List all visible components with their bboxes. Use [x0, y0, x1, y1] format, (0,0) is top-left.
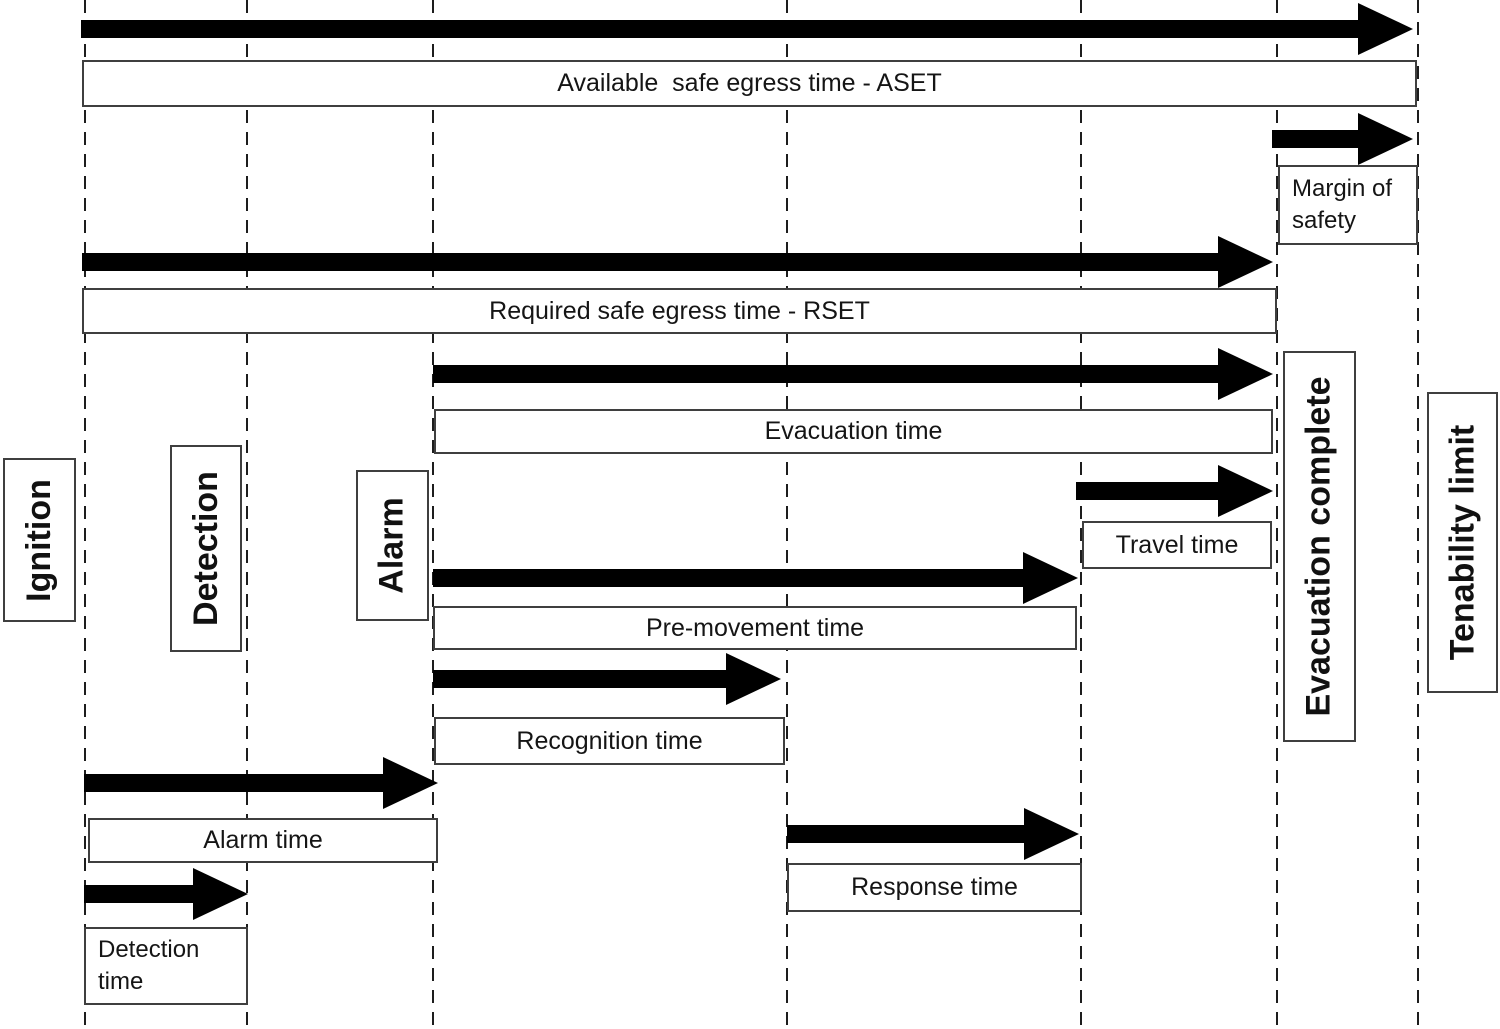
aset-arrow — [81, 3, 1413, 55]
detection-time-label-box: Detection time — [84, 927, 248, 1005]
evacuation-time-arrow-head — [1218, 348, 1273, 400]
alarm-time-arrow — [84, 757, 438, 809]
response-time-arrow-bar — [787, 825, 1039, 843]
response-time-arrow — [787, 808, 1079, 860]
premovement-time-label: Pre-movement time — [645, 613, 865, 642]
margin-of-safety-arrow-head — [1358, 113, 1413, 165]
recognition-time-label: Recognition time — [516, 726, 703, 755]
aset-arrow-bar — [81, 20, 1373, 38]
recognition-time-arrow-bar — [433, 670, 741, 688]
rset-label-box: Required safe egress time - RSET — [82, 288, 1277, 334]
rset-arrow — [82, 236, 1273, 288]
gridline-detection — [246, 0, 248, 1029]
alarm-milestone-box: Alarm — [356, 470, 429, 621]
travel-time-label-box: Travel time — [1082, 521, 1272, 569]
gridline-ignition — [84, 0, 86, 1029]
travel-time-arrow-head — [1218, 465, 1273, 517]
detection-milestone-box: Detection — [170, 445, 242, 652]
rset-arrow-head — [1218, 236, 1273, 288]
gridline-evacuation-complete — [1276, 0, 1278, 1029]
alarm-time-label: Alarm time — [203, 826, 323, 854]
aset-label: Available safe egress time - ASET — [557, 69, 942, 97]
premovement-time-arrow — [433, 552, 1078, 604]
detection-time-arrow — [84, 868, 248, 920]
rset-arrow-bar — [82, 253, 1233, 271]
premovement-time-arrow-head — [1023, 552, 1078, 604]
travel-time-arrow-bar — [1076, 482, 1233, 500]
gridline-tenability-limit — [1417, 0, 1419, 1029]
detection-time-arrow-bar — [84, 885, 204, 903]
alarm-time-label-box: Alarm time — [88, 818, 438, 863]
recognition-time-arrow — [433, 653, 781, 705]
margin-of-safety-arrow-bar — [1272, 130, 1365, 148]
recognition-time-arrow-head — [726, 653, 781, 705]
margin-of-safety-label-box: Margin of safety — [1278, 165, 1418, 245]
detection-milestone-label: Detection — [186, 471, 225, 626]
response-time-arrow-head — [1024, 808, 1079, 860]
response-time-label: Response time — [851, 873, 1018, 901]
detection-time-arrow-head — [193, 868, 248, 920]
premovement-time-label-box: Pre-movement time — [433, 606, 1077, 650]
gridline-premovement-end — [1080, 0, 1082, 1029]
aset-label-box: Available safe egress time - ASET — [82, 60, 1417, 107]
gridline-alarm — [432, 0, 434, 1029]
margin-of-safety-arrow — [1272, 113, 1413, 165]
alarm-time-arrow-bar — [84, 774, 398, 792]
evacuation-time-label: Evacuation time — [764, 417, 943, 445]
margin-of-safety-label: Margin of safety — [1292, 174, 1393, 234]
rset-label: Required safe egress time - RSET — [489, 296, 870, 325]
ignition-milestone-box: Ignition — [3, 458, 76, 622]
travel-time-arrow — [1076, 465, 1273, 517]
evacuation-time-label-box: Evacuation time — [434, 409, 1273, 454]
evacuation-complete-milestone-box: Evacuation complete — [1283, 351, 1356, 742]
evacuation-time-arrow-bar — [433, 365, 1233, 383]
tenability-limit-milestone-box: Tenability limit — [1427, 392, 1498, 693]
response-time-label-box: Response time — [787, 863, 1082, 912]
alarm-milestone-label: Alarm — [373, 497, 411, 594]
evacuation-complete-milestone-label: Evacuation complete — [1300, 376, 1339, 717]
alarm-time-arrow-head — [383, 757, 438, 809]
aset-arrow-head — [1358, 3, 1413, 55]
premovement-time-arrow-bar — [433, 569, 1038, 587]
tenability-limit-milestone-label: Tenability limit — [1443, 424, 1482, 661]
travel-time-label: Travel time — [1115, 530, 1239, 559]
evacuation-time-arrow — [433, 348, 1273, 400]
detection-time-label: Detection time — [98, 935, 200, 995]
recognition-time-label-box: Recognition time — [434, 717, 785, 765]
ignition-milestone-label: Ignition — [20, 478, 58, 602]
gridline-recognition-end — [786, 0, 788, 1029]
